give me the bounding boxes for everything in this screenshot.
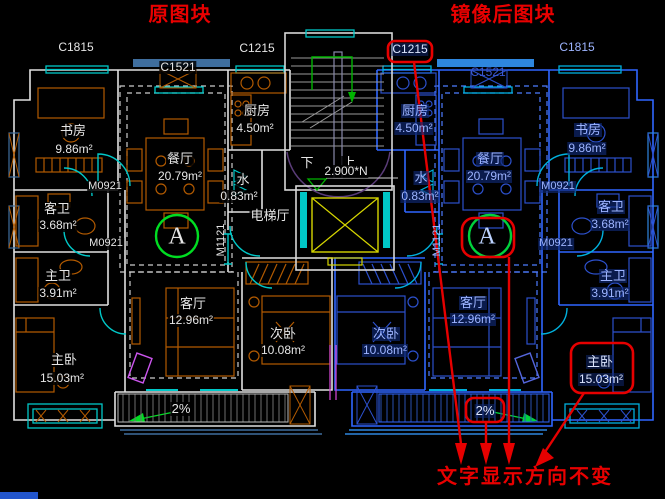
slope-label-left: 2% [170, 401, 192, 416]
room-guestbath-area-left: 3.68m² [38, 218, 78, 232]
room-living-name-right: 客厅 [458, 295, 488, 310]
room-dining-area-right: 20.79m² [465, 169, 513, 183]
window-label-c1521-right: C1521 [470, 65, 506, 79]
room-living-area-left: 12.96m² [167, 313, 215, 327]
door-label-m0921b-right: M0921 [538, 237, 574, 250]
room-secondbed-area-left: 10.08m² [259, 343, 307, 357]
room-masterbath-name-right: 主卫 [598, 268, 628, 283]
room-guestbath-name-left: 客卫 [42, 201, 72, 216]
room-study-area-right: 9.86m² [567, 141, 607, 155]
room-kitchen-area-left: 4.50m² [235, 121, 275, 135]
annotation-note: 文字显示方向不变 [437, 466, 613, 488]
room-masterbed-area-left: 15.03m² [38, 371, 86, 385]
annotation-arrowheads [455, 443, 554, 467]
room-water-name-left: 水 [235, 172, 251, 187]
slope-label-right: 2% [474, 403, 496, 418]
title-original: 原图块 [148, 4, 212, 26]
room-dining-name-left: 餐厅 [165, 151, 195, 166]
window-label-c1815-right: C1815 [559, 40, 595, 54]
door-label-m1121-right: M1121 [431, 223, 444, 257]
balcony-hatch-right [378, 393, 550, 423]
room-water-name-right: 水 [413, 170, 429, 185]
room-guestbath-area-right: 3.68m² [590, 217, 630, 231]
block-mark-a-left: A [168, 223, 186, 250]
room-study-name-right: 书房 [573, 122, 603, 137]
room-study-area-left: 9.86m² [54, 142, 94, 156]
stair-down-label: 下 [299, 155, 315, 170]
room-living-name-left: 客厅 [178, 296, 208, 311]
room-study-name-left: 书房 [58, 123, 88, 138]
elevation-label: 2.900*N [323, 164, 369, 178]
room-water-area-left: 0.83m² [219, 189, 259, 203]
room-masterbath-area-right: 3.91m² [590, 286, 630, 300]
room-masterbed-area-right: 15.03m² [577, 372, 625, 386]
window-label-c1521-left: C1521 [159, 60, 197, 74]
room-masterbath-area-left: 3.91m² [38, 286, 78, 300]
room-guestbath-name-right: 客卫 [596, 199, 626, 214]
room-secondbed-name-right: 次卧 [371, 326, 401, 341]
room-masterbed-name-right: 主卧 [585, 354, 615, 369]
window-label-c1215-left: C1215 [238, 41, 276, 55]
elevator-hall-label: 电梯厅 [249, 208, 291, 223]
room-kitchen-name-right: 厨房 [400, 103, 430, 118]
room-kitchen-area-right: 4.50m² [394, 121, 434, 135]
balcony-hatch-left [117, 393, 289, 423]
window-label-c1815-left: C1815 [57, 40, 95, 54]
room-dining-area-left: 20.79m² [156, 169, 204, 183]
annotation-highlight-boxes [386, 39, 635, 424]
title-mirrored: 镜像后图块 [450, 4, 556, 26]
room-masterbed-name-left: 主卧 [49, 352, 79, 367]
core-stairwell [0, 29, 398, 499]
room-dining-name-right: 餐厅 [475, 151, 505, 166]
block-mark-a-right: A [478, 223, 496, 250]
room-kitchen-name-left: 厨房 [242, 103, 272, 118]
room-living-area-right: 12.96m² [449, 312, 497, 326]
room-secondbed-area-right: 10.08m² [361, 343, 409, 357]
door-label-m1121-left: M1121 [215, 223, 228, 257]
window-label-c1215-right: C1215 [391, 42, 429, 56]
door-label-m0921a-right: M0921 [540, 180, 576, 193]
door-label-m0921b-left: M0921 [88, 237, 124, 250]
room-masterbath-name-left: 主卫 [43, 268, 73, 283]
door-label-m0921a-left: M0921 [87, 180, 123, 193]
room-secondbed-name-left: 次卧 [268, 326, 298, 341]
room-water-area-right: 0.83m² [400, 189, 440, 203]
